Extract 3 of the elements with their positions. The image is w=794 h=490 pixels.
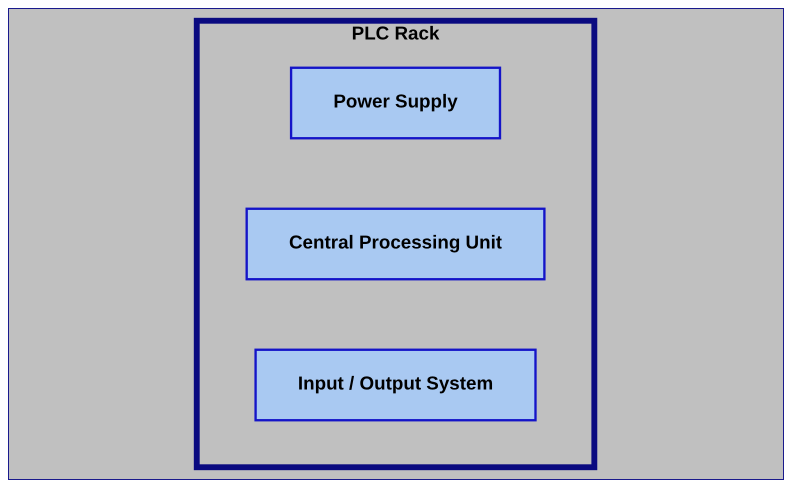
node-box: Central Processing Unit <box>246 208 546 280</box>
node-box: Power Supply <box>290 66 502 140</box>
node-box: Input / Output System <box>254 348 538 422</box>
